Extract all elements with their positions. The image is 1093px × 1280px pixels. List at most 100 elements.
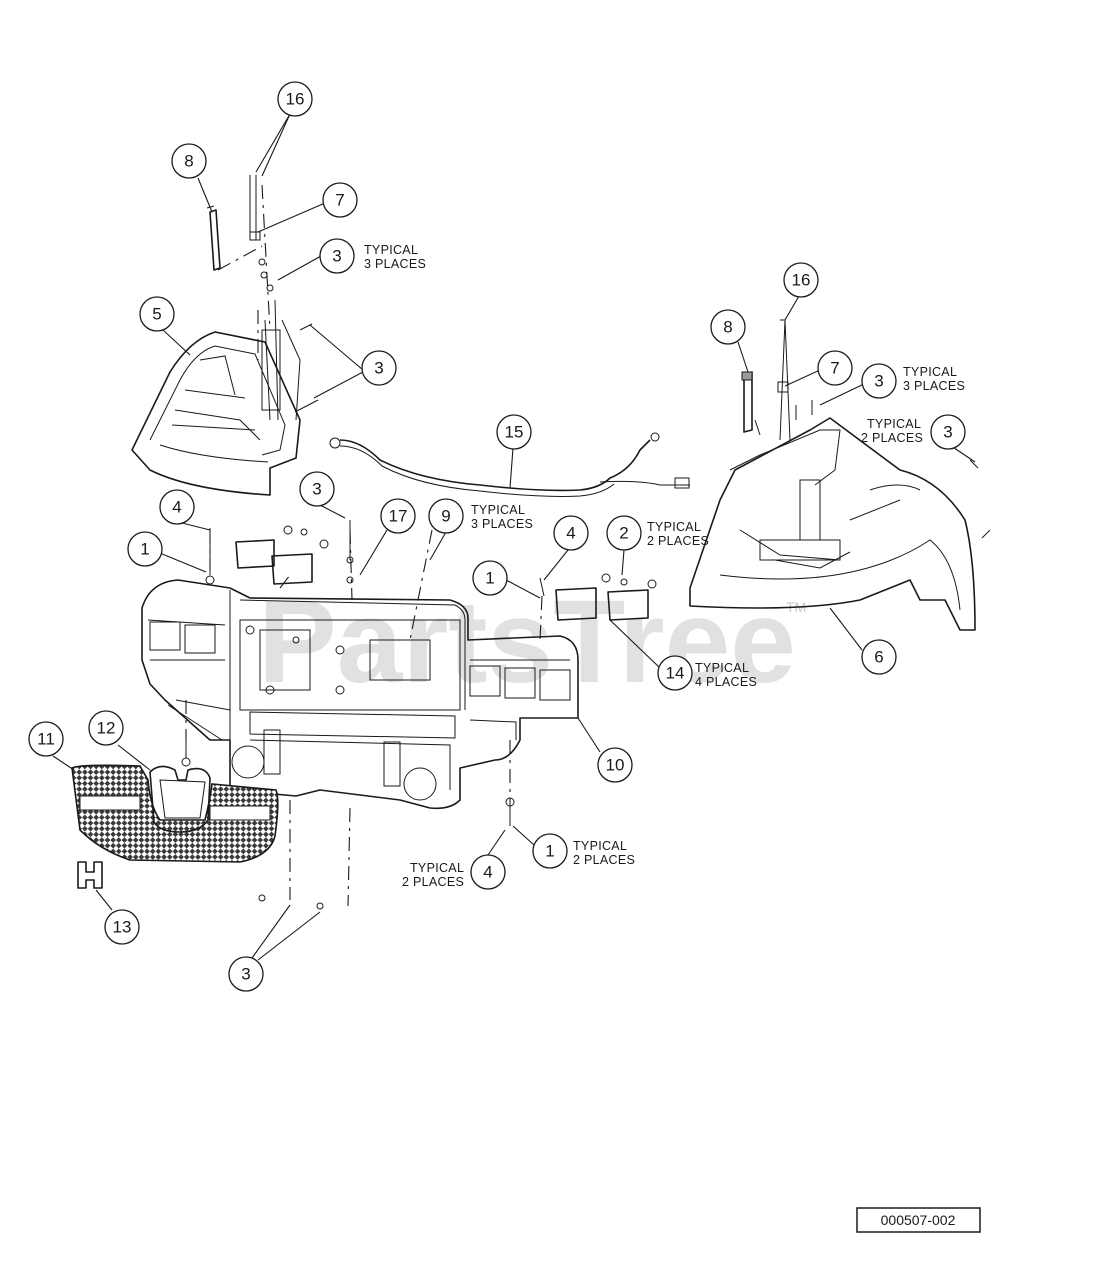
svg-text:13: 13: [113, 918, 132, 937]
svg-text:TYPICAL: TYPICAL: [471, 503, 525, 517]
callout-3-center: 3: [299, 471, 335, 507]
callout-9: 9: [428, 498, 464, 534]
svg-text:TYPICAL: TYPICAL: [573, 839, 627, 853]
leader-lines: [52, 113, 976, 961]
note-center-2-places: TYPICAL 2 PLACES: [647, 520, 709, 548]
main-hood-body: [141, 579, 579, 810]
svg-text:TYPICAL: TYPICAL: [647, 520, 701, 534]
note-right-2-places: TYPICAL 2 PLACES: [861, 417, 923, 445]
callout-4-lower: 4: [470, 854, 506, 890]
svg-text:4: 4: [483, 863, 492, 882]
svg-text:10: 10: [606, 756, 625, 775]
svg-text:TYPICAL: TYPICAL: [867, 417, 921, 431]
note-left-3-places: TYPICAL 3 PLACES: [364, 243, 426, 271]
callout-6: 6: [861, 639, 897, 675]
note-lower-left-2-places: TYPICAL 2 PLACES: [402, 861, 464, 889]
svg-text:5: 5: [152, 305, 161, 324]
callout-17: 17: [380, 498, 416, 534]
svg-text:TYPICAL: TYPICAL: [695, 661, 749, 675]
callout-7-left: 7: [322, 182, 358, 218]
callout-2: 2: [606, 515, 642, 551]
svg-text:8: 8: [723, 318, 732, 337]
callout-3-right-side: 3: [930, 414, 966, 450]
callout-8-left: 8: [171, 143, 207, 179]
callout-4-left: 4: [159, 489, 195, 525]
svg-text:6: 6: [874, 648, 883, 667]
svg-text:3: 3: [943, 423, 952, 442]
svg-text:17: 17: [389, 507, 408, 526]
svg-text:TYPICAL: TYPICAL: [410, 861, 464, 875]
svg-text:4: 4: [172, 498, 181, 517]
left-side-panel: [131, 299, 319, 496]
svg-text:4: 4: [566, 524, 575, 543]
svg-text:2 PLACES: 2 PLACES: [573, 853, 635, 867]
callout-3-bottom: 3: [228, 956, 264, 992]
callout-15: 15: [496, 414, 532, 450]
svg-text:2 PLACES: 2 PLACES: [402, 875, 464, 889]
svg-text:15: 15: [505, 423, 524, 442]
assembly-guide-lines: [185, 184, 543, 907]
diagram-code: 000507-002: [881, 1212, 956, 1228]
svg-text:9: 9: [441, 507, 450, 526]
svg-text:16: 16: [286, 90, 305, 109]
callout-3-left-upper: 3: [319, 238, 355, 274]
callout-7-right: 7: [817, 350, 853, 386]
svg-text:3: 3: [312, 480, 321, 499]
callout-11: 11: [28, 721, 64, 757]
callout-3-left-panel: 3: [361, 350, 397, 386]
diagram-code-box: 000507-002: [856, 1207, 981, 1233]
svg-text:7: 7: [335, 191, 344, 210]
callout-10: 10: [597, 747, 633, 783]
callout-12: 12: [88, 710, 124, 746]
svg-text:2: 2: [619, 524, 628, 543]
svg-text:8: 8: [184, 152, 193, 171]
typical-notes: TYPICAL 3 PLACES TYPICAL 3 PLACES TYPICA…: [364, 243, 965, 889]
svg-text:11: 11: [37, 730, 55, 749]
svg-text:14: 14: [666, 664, 685, 683]
grille: [71, 764, 279, 863]
callout-16-right: 16: [783, 262, 819, 298]
svg-text:1: 1: [140, 540, 149, 559]
callout-5: 5: [139, 296, 175, 332]
callout-1-lower: 1: [532, 833, 568, 869]
svg-text:3 PLACES: 3 PLACES: [364, 257, 426, 271]
grille-emblem: [149, 765, 211, 833]
callout-3-right-upper: 3: [861, 363, 897, 399]
left-upper-hardware: [206, 175, 274, 292]
svg-text:2 PLACES: 2 PLACES: [647, 534, 709, 548]
svg-text:3 PLACES: 3 PLACES: [471, 517, 533, 531]
note-4-places: TYPICAL 4 PLACES: [695, 661, 757, 689]
headlamps-right: [539, 573, 657, 621]
svg-text:3: 3: [241, 965, 250, 984]
svg-text:1: 1: [485, 569, 494, 588]
watermark: PartsTree: [258, 576, 796, 708]
note-center-3-places: TYPICAL 3 PLACES: [471, 503, 533, 531]
note-right-3-places: TYPICAL 3 PLACES: [903, 365, 965, 393]
right-side-panel: [689, 319, 991, 631]
svg-text:7: 7: [830, 359, 839, 378]
callouts: 16 8 7 3 5 3 16 8 7 3 3 15 3 4 17 9 1 4 …: [28, 81, 966, 992]
headlamps-left: [235, 525, 329, 585]
svg-text:12: 12: [97, 719, 116, 738]
note-lower-right-2-places: TYPICAL 2 PLACES: [573, 839, 635, 867]
svg-text:2 PLACES: 2 PLACES: [861, 431, 923, 445]
wiring-harness: [329, 432, 690, 497]
callout-14: 14: [657, 655, 693, 691]
callout-4-center: 4: [553, 515, 589, 551]
svg-text:16: 16: [792, 271, 811, 290]
svg-text:3: 3: [374, 359, 383, 378]
callout-1-center: 1: [472, 560, 508, 596]
svg-text:3: 3: [874, 372, 883, 391]
svg-text:1: 1: [545, 842, 554, 861]
callout-8-right: 8: [710, 309, 746, 345]
svg-text:TYPICAL: TYPICAL: [364, 243, 418, 257]
callout-13: 13: [104, 909, 140, 945]
svg-text:3: 3: [332, 247, 341, 266]
svg-text:4 PLACES: 4 PLACES: [695, 675, 757, 689]
callout-1-left: 1: [127, 531, 163, 567]
svg-text:TYPICAL: TYPICAL: [903, 365, 957, 379]
grille-clip: [77, 861, 103, 889]
callout-16-left: 16: [277, 81, 313, 117]
svg-text:3 PLACES: 3 PLACES: [903, 379, 965, 393]
